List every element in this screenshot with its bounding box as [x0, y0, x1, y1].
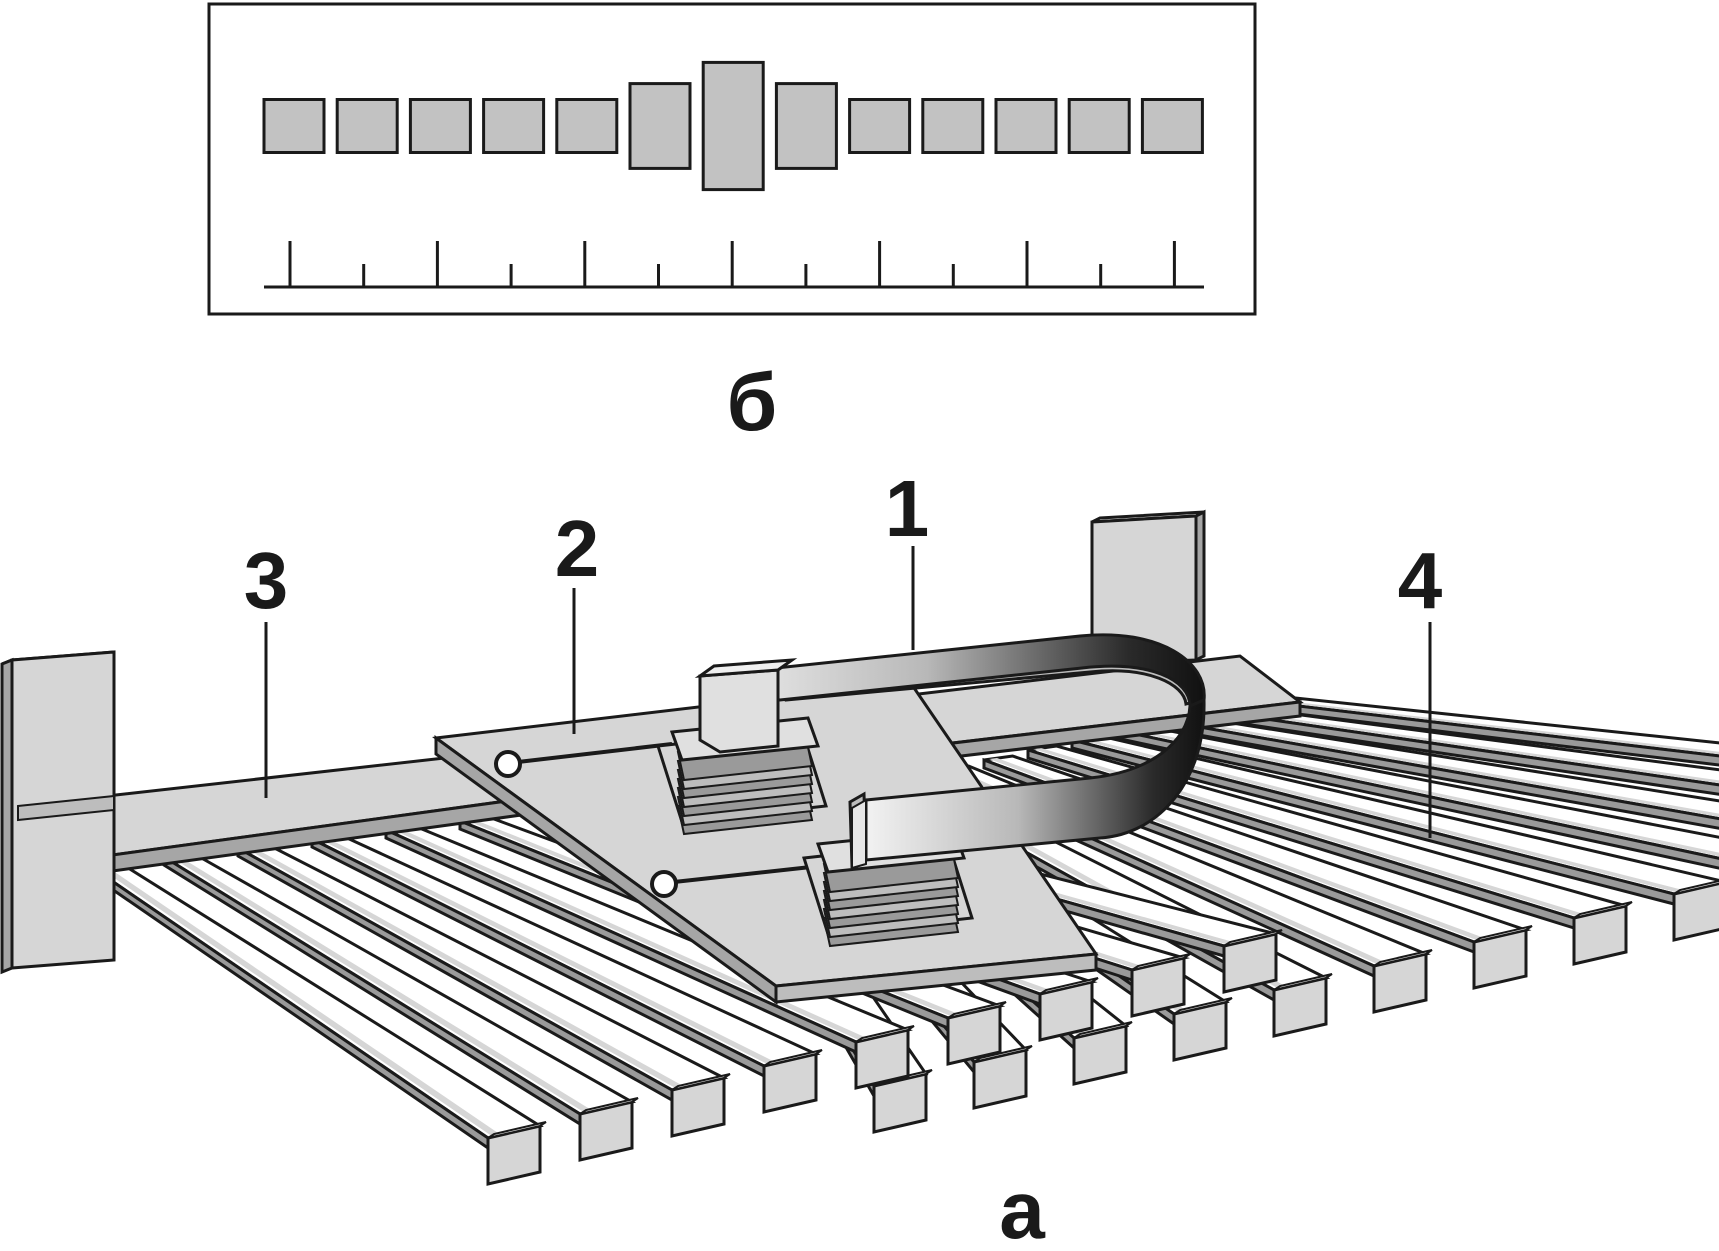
rod-left-end-top: [947, 1001, 1007, 1019]
rod-left-end-top: [671, 1073, 731, 1091]
distribution-bar: [262, 98, 326, 154]
rod-left-edge: [169, 855, 593, 1113]
panel-b: [207, 2, 1257, 316]
lead-wire-bottom: [673, 864, 821, 884]
distribution-bar: [335, 98, 399, 154]
terminal-top: [494, 750, 522, 778]
distribution-bar: [1067, 98, 1131, 154]
distribution-bar: [701, 60, 765, 192]
distribution-bars: [262, 60, 1204, 192]
rod-right-edge: [1121, 728, 1719, 857]
rod-left-end-top: [1039, 977, 1099, 995]
distribution-bar: [921, 98, 985, 154]
rod-left-end-top: [855, 1025, 915, 1043]
rod-right-end-top: [973, 1045, 1033, 1063]
leader-lines: [264, 546, 1432, 838]
rod-right-edge: [1253, 698, 1719, 755]
support-post-right: [1090, 509, 1206, 666]
rod-right-edge: [1209, 708, 1719, 784]
rod-right-edge: [1165, 718, 1719, 817]
rod-right-edge: [1077, 738, 1687, 893]
label-part-b: б: [727, 357, 778, 448]
rod-right-end-top: [1373, 949, 1433, 967]
rod-left-edge: [243, 846, 685, 1089]
distribution-bar: [994, 98, 1058, 154]
distribution-bar: [408, 98, 472, 154]
distribution-bar: [774, 82, 838, 170]
scale-ticks: [288, 241, 1176, 287]
rod-right-end-top: [1173, 997, 1233, 1015]
rod-left-end-top: [1131, 953, 1191, 971]
terminal-bottom: [650, 870, 678, 898]
rod-left-end-top: [1223, 929, 1283, 947]
rod-left-edge: [95, 864, 501, 1137]
distribution-bar: [482, 98, 546, 154]
distribution-bar: [628, 82, 692, 170]
rod-left-end-top: [579, 1097, 639, 1115]
panel-a: 1 2 3 4 а: [0, 464, 1719, 1251]
rod-left-edge: [317, 837, 777, 1065]
rod-left-edge: [391, 828, 869, 1041]
rod-left-end-top: [763, 1049, 823, 1067]
horseshoe-magnet-1: [694, 633, 1206, 870]
rod-right-end-top: [1473, 925, 1533, 943]
rod-right-end-top: [1573, 901, 1633, 919]
callout-1: 1: [885, 464, 930, 553]
callout-4: 4: [1398, 536, 1443, 625]
rod-right-end-top: [1273, 973, 1333, 991]
rod-right-end-top: [1073, 1021, 1133, 1039]
support-post-left: [0, 650, 116, 975]
distribution-bar: [555, 98, 619, 154]
label-part-a: а: [999, 1165, 1046, 1251]
rod-left-end-top: [487, 1121, 547, 1139]
distribution-bar: [1140, 98, 1204, 154]
callout-3: 3: [244, 536, 289, 625]
distribution-bar: [848, 98, 912, 154]
rod-right-end-top: [1673, 879, 1719, 895]
callout-2: 2: [555, 504, 600, 593]
lead-wire-top: [517, 742, 673, 764]
